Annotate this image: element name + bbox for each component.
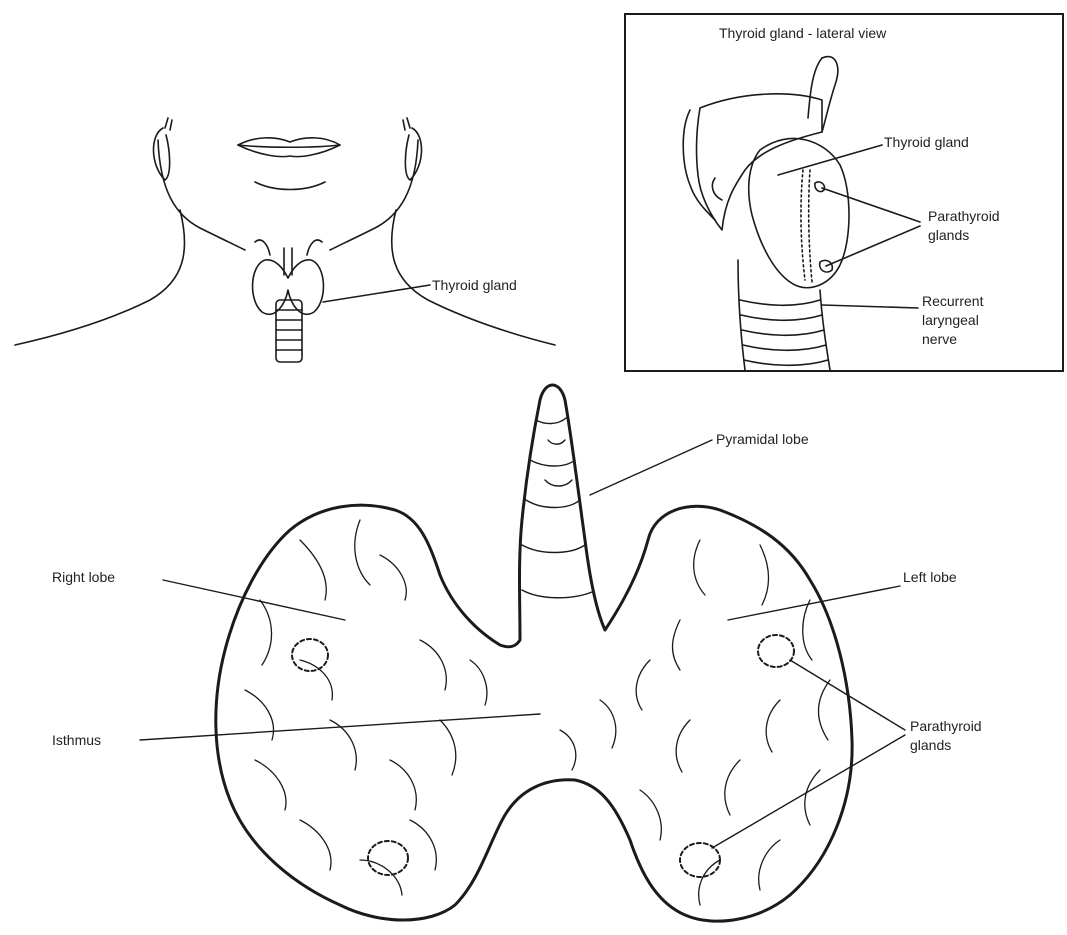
- inset-nerve-label-1: Recurrent: [922, 293, 984, 309]
- neck-jaw-left: [158, 140, 245, 250]
- neck-side-left: [15, 210, 185, 345]
- isthmus-label: Isthmus: [52, 732, 101, 748]
- parathyroid-upper-right: [292, 639, 328, 671]
- right-lobe-label: Right lobe: [52, 569, 115, 585]
- main-leader-lines: [140, 440, 905, 848]
- inset-frame: [625, 14, 1063, 371]
- neck-chin: [255, 182, 325, 190]
- inset-parathyroid-label-1: Parathyroid: [928, 208, 1000, 224]
- thyroid-texture: [245, 520, 830, 905]
- parathyroid-upper-left: [758, 635, 794, 667]
- inset-title: Thyroid gland - lateral view: [719, 25, 887, 41]
- parathyroid-lower-left: [680, 843, 720, 877]
- main-thyroid: [140, 385, 905, 921]
- thyroid-outline: [216, 385, 852, 921]
- inset-nerve-label-2: laryngeal: [922, 312, 979, 328]
- inset-parathyroid-label-2: glands: [928, 227, 969, 243]
- inset-nerve-label-3: nerve: [922, 331, 957, 347]
- main-parathyroid-label-1: Parathyroid: [910, 718, 982, 734]
- inset-thyroid-label: Thyroid gland: [884, 134, 969, 150]
- neck-front-view: [15, 118, 555, 362]
- inset-lateral-view: Thyroid gland - lateral view: [625, 14, 1063, 371]
- left-lobe-label: Left lobe: [903, 569, 957, 585]
- neck-small-thyroid: [253, 240, 324, 362]
- pyramidal-lobe-label: Pyramidal lobe: [716, 431, 809, 447]
- neck-thyroid-label: Thyroid gland: [432, 277, 517, 293]
- main-parathyroid-label-2: glands: [910, 737, 951, 753]
